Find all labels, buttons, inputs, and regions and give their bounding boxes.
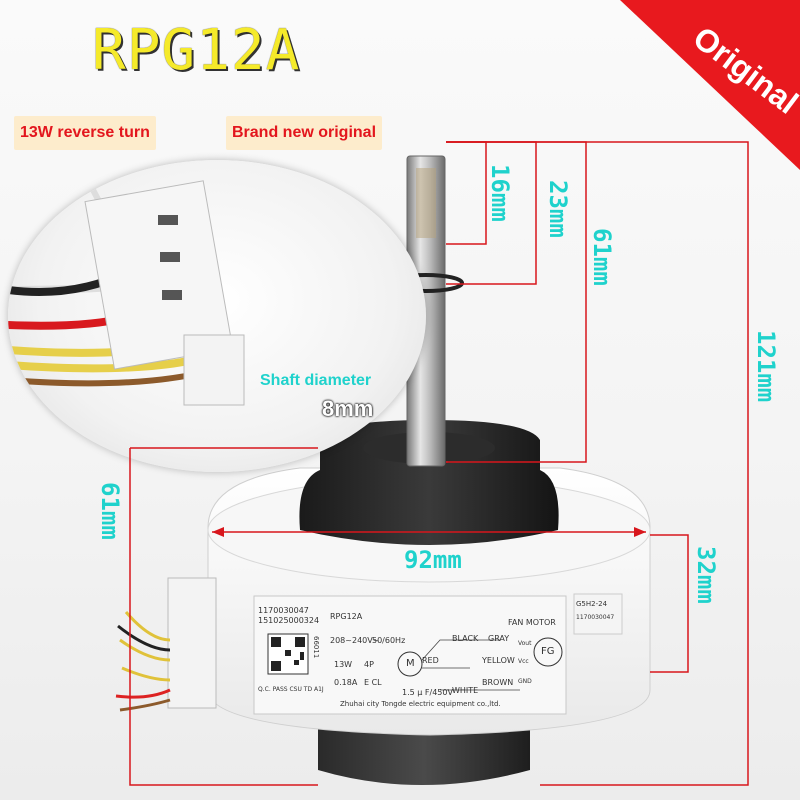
nameplate-frequency: 50/60Hz xyxy=(372,636,406,645)
connector-wires xyxy=(8,178,245,406)
nameplate-poles: 4P xyxy=(364,660,374,669)
shaft-diameter-label: Shaft diameter xyxy=(260,372,372,389)
dimension-92mm: 92mm xyxy=(404,546,462,574)
pin-vcc: Vcc xyxy=(518,658,529,665)
nameplate-fan-motor: FAN MOTOR xyxy=(508,618,556,627)
qc-pass-label: Q.C. PASS CSU TD A1J xyxy=(258,686,324,693)
product-title: RPG12A xyxy=(92,18,301,83)
nameplate-serial-1: 1170030047 xyxy=(258,606,309,615)
dimension-16mm: 16mm xyxy=(486,164,514,222)
wire-white-label: WHITE xyxy=(452,686,479,695)
connector-closeup-inset xyxy=(8,160,426,472)
wire-black-label: BLACK xyxy=(452,634,479,643)
dimension-23mm: 23mm xyxy=(544,180,572,238)
wire-red-label: RED xyxy=(422,656,439,665)
nameplate-current: 0.18A xyxy=(334,678,358,687)
side-serial: 1170030047 xyxy=(576,614,615,621)
connector-housing-large xyxy=(84,180,234,370)
motor-symbol: M xyxy=(406,658,415,669)
dimension-61mm-body: 61mm xyxy=(96,482,124,540)
motor-connector xyxy=(167,577,217,709)
dimension-32mm: 32mm xyxy=(692,546,720,604)
dimension-121mm: 121mm xyxy=(752,330,780,403)
nameplate-class: E CL xyxy=(364,678,382,687)
qr-number: 66011 xyxy=(312,636,320,659)
nameplate-model: RPG12A xyxy=(330,612,363,621)
wire-yellow-label: YELLOW xyxy=(482,656,515,665)
nameplate-voltage: 208~240V~ xyxy=(330,636,380,645)
nameplate-serial-2: 151025000324 xyxy=(258,616,320,625)
connector-housing-small xyxy=(183,334,245,406)
nameplate-power: 13W xyxy=(334,660,353,669)
pin-gnd: GND xyxy=(518,678,532,685)
shaft-diameter-value: 8mm xyxy=(322,396,374,421)
manufacturer-label: Zhuhai city Tongde electric equipment co… xyxy=(340,700,501,708)
capacitor-label: 1.5 μ F/450V xyxy=(402,688,453,697)
dimension-61mm-shaft: 61mm xyxy=(588,228,616,286)
wire-gray-label: GRAY xyxy=(488,634,510,643)
brand-new-tag: Brand new original xyxy=(226,116,383,150)
fg-symbol: FG xyxy=(541,646,555,657)
pin-vout: Vout xyxy=(518,640,532,647)
reverse-turn-tag: 13W reverse turn xyxy=(14,116,156,150)
wire-brown-label: BROWN xyxy=(482,678,514,687)
side-code: G5H2-24 xyxy=(576,600,608,608)
